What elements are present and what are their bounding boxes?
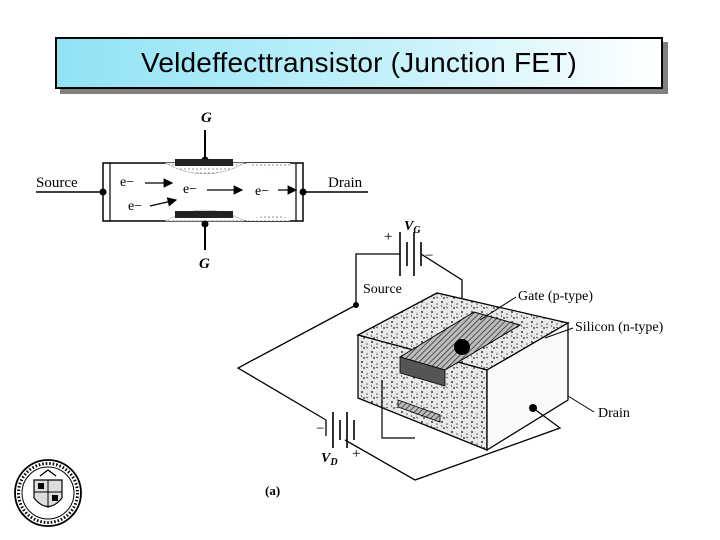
slide-title-box: Veldeffecttransistor (Junction FET) <box>55 37 663 89</box>
drain-label: Drain <box>598 406 630 421</box>
electron-1-label: e− <box>120 175 134 190</box>
top-drain-node <box>299 188 307 196</box>
university-seal-logo <box>14 459 82 527</box>
vg-minus: − <box>425 248 433 264</box>
bottom-gate-label: G <box>199 256 210 272</box>
electron-4-arrow <box>149 197 178 207</box>
vg-label: VG <box>404 219 421 236</box>
vd-minus: − <box>316 421 324 437</box>
vd-label: VD <box>321 451 338 468</box>
electron-2-label: e− <box>183 182 197 197</box>
bottom-gate-stripe <box>397 399 441 423</box>
vd-plus: + <box>352 446 360 462</box>
figure-caption: (a) <box>265 483 280 498</box>
source-label: Source <box>363 282 402 297</box>
bottom-depletion-tail <box>245 215 290 221</box>
slide-title: Veldeffecttransistor (Junction FET) <box>141 47 577 78</box>
drain-leader-line <box>567 395 595 413</box>
electron-3-label: e− <box>255 184 269 199</box>
silicon-side-face <box>486 321 569 452</box>
top-gate-label: G <box>201 110 212 126</box>
vg-source-wire <box>355 253 400 305</box>
jfet-3d-diagram: + VG − Source Gate (p-type) Silicon (n-t… <box>236 219 664 498</box>
top-source-node <box>99 188 107 196</box>
gate-contact <box>454 339 470 355</box>
electron-4-label: e− <box>128 199 142 214</box>
gate-leader-line <box>479 296 517 321</box>
vg-plus: + <box>384 229 392 245</box>
drain-back-wire <box>381 380 415 439</box>
top-gate-plate <box>175 159 233 166</box>
gate-stripe-edge <box>399 356 446 387</box>
vd-source-wire <box>236 304 357 421</box>
top-source-label: Source <box>36 175 78 191</box>
bottom-gate-plate <box>175 211 233 218</box>
top-channel-diagram: G e− e− e− e− Source Drain G <box>36 110 368 272</box>
vd-drain-wire <box>344 407 562 481</box>
gate-label: Gate (p-type) <box>518 289 593 304</box>
silicon-label: Silicon (n-type) <box>575 320 664 335</box>
top-depletion-tail <box>245 163 290 169</box>
silicon-leader-line <box>544 327 574 339</box>
top-drain-label: Drain <box>328 175 363 191</box>
